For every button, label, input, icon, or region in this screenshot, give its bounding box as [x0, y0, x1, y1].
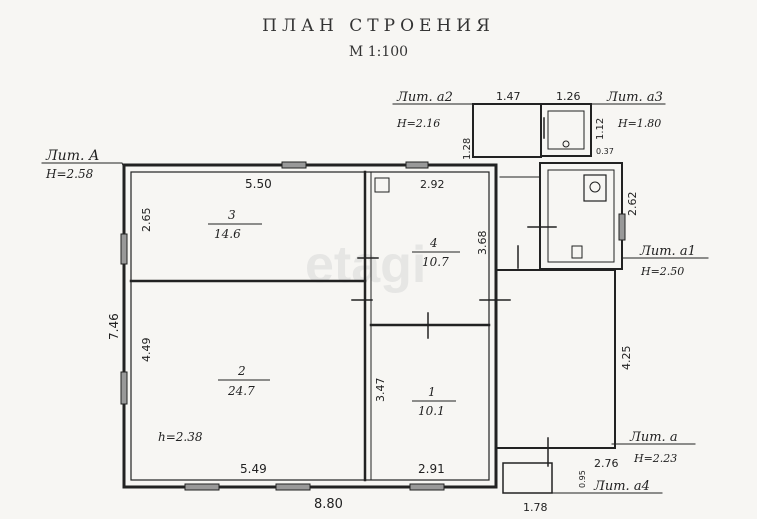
liter-a2-name: Лит. а2 — [396, 90, 453, 105]
room-2-number: 2 — [237, 364, 246, 378]
room-3-area: 14.6 — [214, 227, 241, 241]
liter-a1-height: Н=2.50 — [640, 265, 684, 278]
annex-a3-wall — [540, 103, 592, 157]
dim-bottom-left: 5.49 — [240, 462, 267, 476]
window — [618, 213, 626, 241]
annex-a4-wall — [502, 462, 553, 494]
liter-a-name: Лит. А — [45, 148, 99, 164]
room-height-note: h=2.38 — [158, 430, 203, 444]
room-4-area: 10.7 — [422, 255, 449, 269]
annex-a1-inner — [547, 169, 615, 263]
dim-a4-width: 1.78 — [523, 501, 548, 514]
liter-a3-height: Н=1.80 — [617, 117, 661, 130]
annex-a-wall — [495, 269, 616, 449]
room-1-number: 1 — [428, 385, 436, 399]
dim-a3-small: 0.37 — [596, 147, 614, 156]
room-3-number: 3 — [228, 208, 236, 222]
plan-scale: М 1:100 — [348, 44, 409, 60]
dim-left-top: 2.65 — [140, 208, 153, 233]
annex-a2-wall — [472, 103, 542, 158]
stove — [583, 174, 607, 202]
liter-a2-height: Н=2.16 — [396, 117, 440, 130]
room-1-area: 10.1 — [418, 404, 445, 418]
plan-title: ПЛАН СТРОЕНИЯ — [262, 16, 495, 36]
window — [184, 483, 220, 491]
dim-a4-height: 0.95 — [578, 470, 587, 488]
liter-a-height: Н=2.58 — [45, 167, 94, 181]
window — [405, 161, 429, 169]
dim-left-mid: 4.49 — [140, 338, 153, 363]
window — [281, 161, 307, 169]
dim-mid-top: 3.68 — [476, 231, 489, 256]
dim-overall-width: 8.80 — [314, 497, 343, 512]
dim-a3-height: 1.12 — [595, 118, 606, 140]
room-4-number: 4 — [429, 236, 438, 250]
dim-a3-width: 1.26 — [556, 90, 581, 103]
window — [275, 483, 311, 491]
room-2-area: 24.7 — [227, 384, 255, 398]
liter-a-annex-height: Н=2.23 — [633, 452, 677, 465]
liter-a1-name: Лит. а1 — [639, 244, 696, 259]
dim-a2-width: 1.47 — [496, 90, 521, 103]
dim-left-total: 7.46 — [107, 313, 121, 340]
dim-bottom-right: 2.91 — [418, 462, 445, 476]
stove-small — [374, 177, 390, 193]
dim-a2-height: 1.28 — [462, 138, 473, 160]
dim-a1-height: 2.62 — [626, 192, 639, 217]
dim-a-height: 4.25 — [620, 346, 633, 371]
liter-a3-name: Лит. а3 — [606, 90, 663, 105]
window — [409, 483, 445, 491]
liter-a-annex-name: Лит. а — [629, 430, 678, 445]
dim-mid-bottom: 3.47 — [374, 378, 387, 403]
dim-top-right: 2.92 — [420, 178, 445, 191]
dim-top-left: 5.50 — [245, 177, 272, 191]
liter-a4-name: Лит. а4 — [593, 479, 650, 494]
window — [120, 233, 128, 265]
dim-a-bottom: 2.76 — [594, 457, 619, 470]
annex-a1-outer — [539, 162, 623, 270]
window — [120, 371, 128, 405]
